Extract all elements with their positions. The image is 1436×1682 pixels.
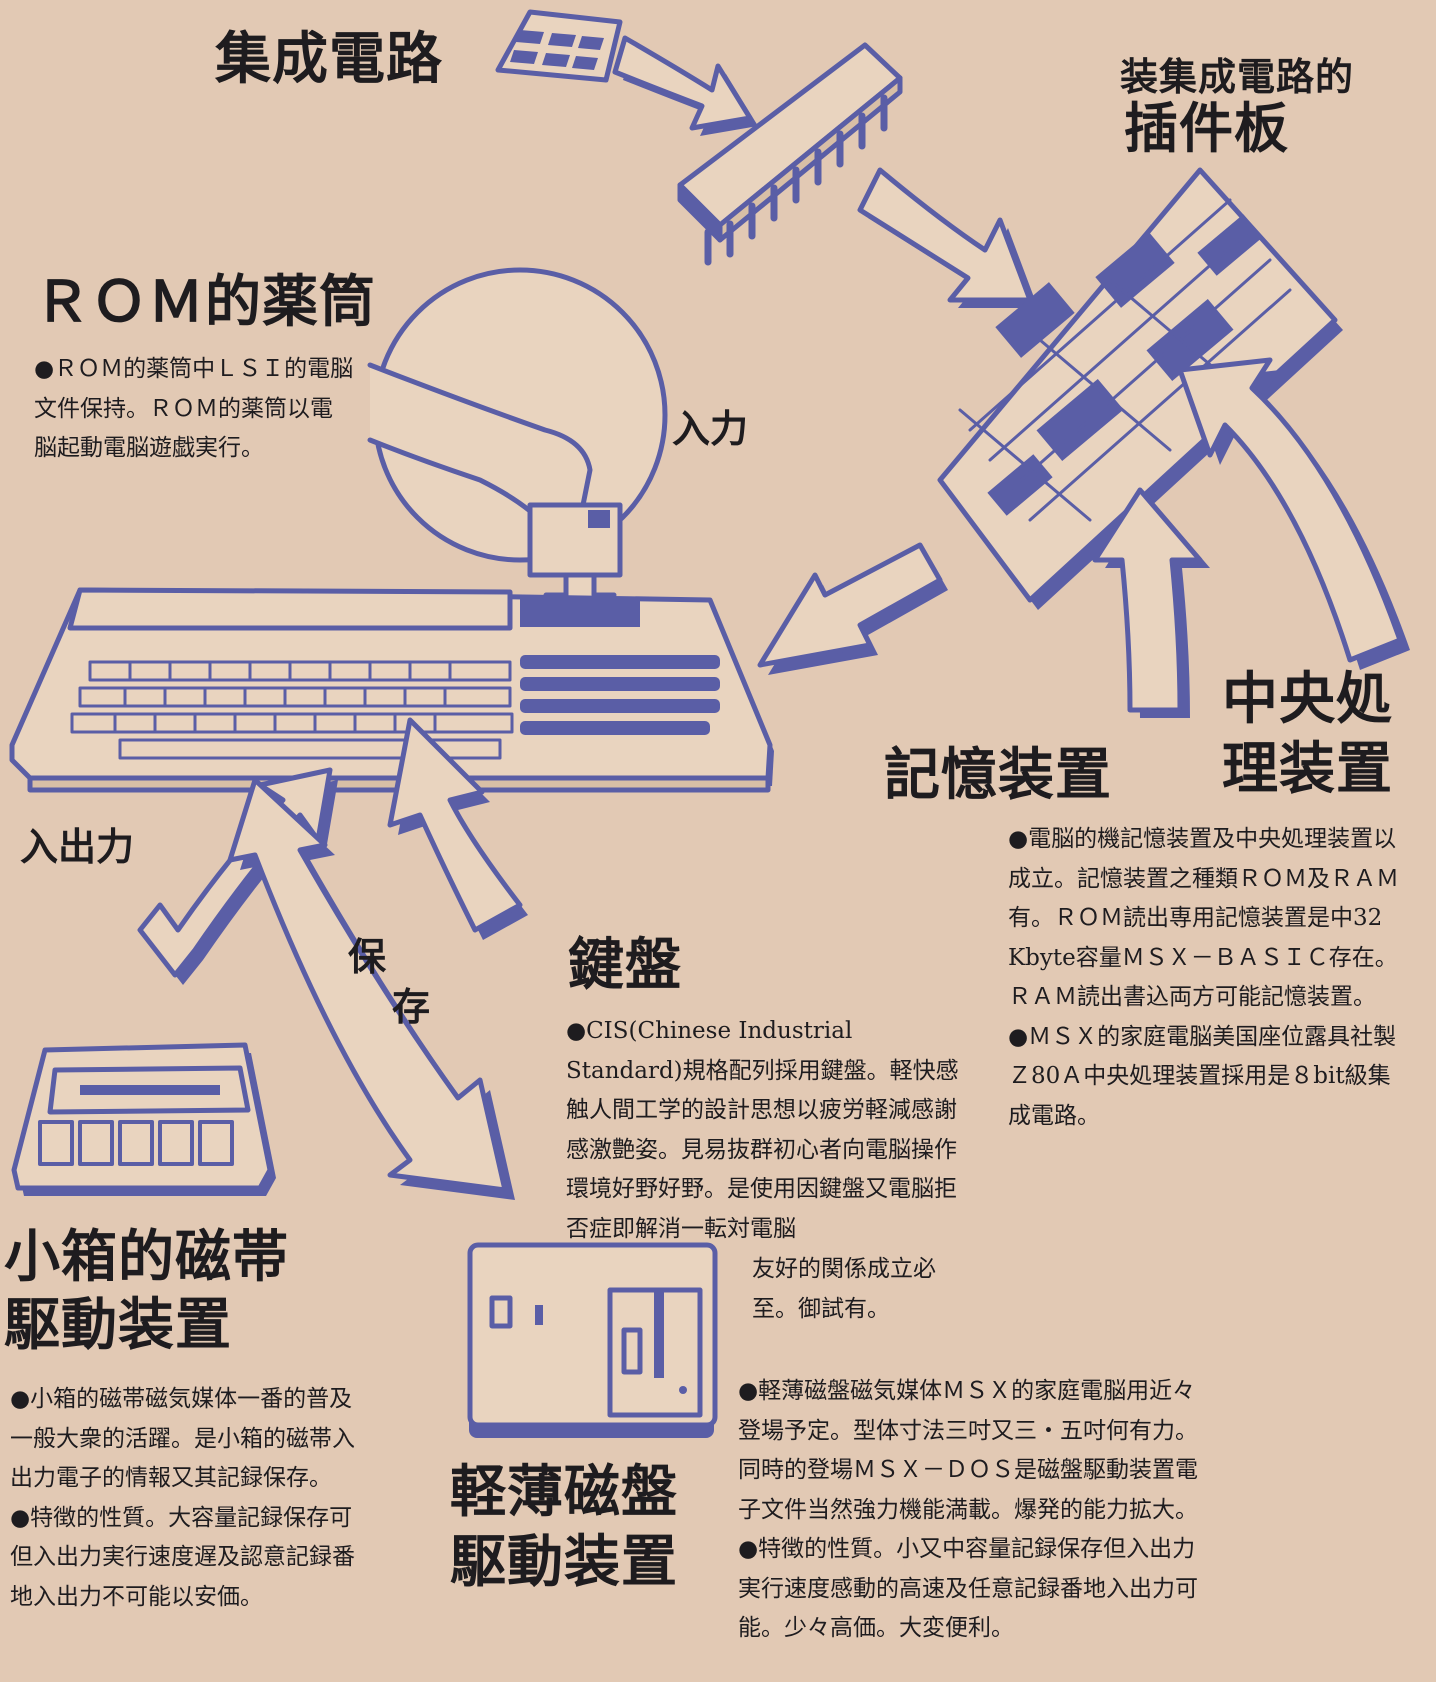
paragraph-floppy-2: ●特徴的性質。小又中容量記録保存但入出力実行速度感動的高速及任意記録番地入出力可… (738, 1536, 1198, 1642)
heading-board-line2: 插件板 (1124, 97, 1289, 160)
arrow-memory-to-board (1092, 487, 1203, 713)
heading-tape-line2: 駆動装置 (4, 1293, 232, 1358)
paragraph-tape: ●小箱的磁帯磁気媒体一番的普及一般大衆的活躍。是小箱的磁帯入出力電子的情報又其記… (10, 1380, 355, 1617)
heading-tape-line1: 小箱的磁帯 (4, 1225, 289, 1290)
paragraph-rom: ●ＲＯＭ的薬筒中ＬＳＩ的電脳文件保持。ＲＯＭ的薬筒以電脳起動電脳遊戯実行。 (34, 350, 354, 469)
heading-rom: ＲＯＭ的薬筒 (34, 270, 376, 335)
rom-cartridge-illustration (367, 267, 668, 625)
label-save-2: 存 (392, 985, 431, 1029)
heading-cpu-line2: 理装置 (1222, 737, 1393, 802)
label-input: 入力 (672, 407, 749, 451)
ic-die-illustration (495, 9, 623, 83)
paragraph-keyboard-tail: 友好的関係成立必至。御試有。 (752, 1250, 967, 1329)
heading-floppy-line1: 軽薄磁盤 (450, 1460, 678, 1525)
paragraph-floppy: ●軽薄磁盤磁気媒体ＭＳＸ的家庭電脳用近々登場予定。型体寸法三吋又三・五吋何有力。… (738, 1372, 1218, 1649)
paragraph-keyboard-tail-text: 友好的関係成立必至。御試有。 (752, 1256, 936, 1322)
label-save-1: 保 (348, 935, 387, 979)
arrow-board-to-keyboard (757, 542, 943, 668)
tape-drive-illustration (11, 1042, 276, 1196)
paragraph-memory: ●電脳的機記憶装置及中央処理装置以成立。記憶装置之種類ＲＯＭ及ＲＡＭ有。ＲＯＭ読… (1008, 820, 1408, 1136)
paragraph-memory-2: ●ＭＳＸ的家庭電脳美国座位露具社製Ｚ80Ａ中央処理装置採用是８bit級集成電路。 (1008, 1023, 1397, 1129)
paragraph-tape-2: ●特徴的性質。大容量記録保存可但入出力実行速度遅及認意記録番地入出力不可能以安価… (10, 1504, 355, 1610)
arrow-save-floppy (227, 777, 508, 1193)
dip-chip-illustration (677, 42, 903, 266)
paragraph-keyboard-text: ●CIS(Chinese Industrial Standard)規格配列採用鍵… (566, 1018, 959, 1242)
arrow-keyboard-input (387, 717, 523, 933)
paragraph-rom-text: ●ＲＯＭ的薬筒中ＬＳＩ的電脳文件保持。ＲＯＭ的薬筒以電脳起動電脳遊戯実行。 (34, 356, 354, 462)
label-io: 入出力 (20, 825, 135, 869)
floppy-drive-illustration (467, 1242, 718, 1438)
paragraph-memory-1: ●電脳的機記憶装置及中央処理装置以成立。記憶装置之種類ＲＯＭ及ＲＡＭ有。ＲＯＭ読… (1008, 826, 1399, 1011)
arrow-cpu-to-board (1177, 357, 1403, 663)
heading-cpu-line1: 中央処 (1222, 667, 1393, 732)
heading-ic: 集成電路 (215, 27, 443, 92)
paragraph-tape-1: ●小箱的磁帯磁気媒体一番的普及一般大衆的活躍。是小箱的磁帯入出力電子的情報又其記… (10, 1386, 355, 1492)
circuit-board-illustration (937, 167, 1343, 610)
paragraph-keyboard: ●CIS(Chinese Industrial Standard)規格配列採用鍵… (566, 1012, 962, 1249)
heading-floppy-line2: 駆動装置 (450, 1530, 678, 1595)
heading-keyboard: 鍵盤 (568, 933, 682, 998)
keyboard-computer-illustration (9, 587, 774, 793)
paragraph-floppy-1: ●軽薄磁盤磁気媒体ＭＳＸ的家庭電脳用近々登場予定。型体寸法三吋又三・五吋何有力。… (738, 1378, 1198, 1523)
heading-board-line1: 装集成電路的 (1120, 55, 1355, 99)
heading-memory: 記憶装置 (884, 743, 1112, 808)
arrow-chip-to-board (857, 167, 1033, 303)
